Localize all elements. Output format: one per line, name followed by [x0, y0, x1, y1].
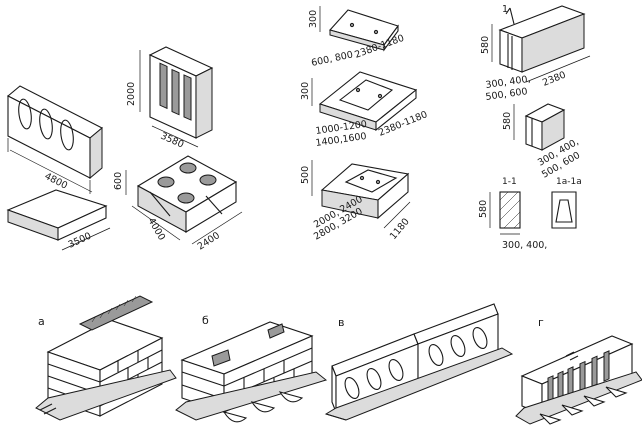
wall-block-short: [513, 103, 566, 151]
ribbed-panel: [139, 46, 214, 148]
wall-a-block-wall: [35, 295, 177, 421]
dim-block-short-height: 580: [502, 112, 513, 130]
section-1a-1a: [551, 191, 577, 229]
section-1-1: [489, 191, 521, 235]
wall-b-block-wall: [175, 321, 328, 423]
dim-ribbed-panel-length: 3580: [159, 131, 186, 151]
dim-foundation-height: 600: [113, 172, 124, 190]
wall-label-v: в: [338, 316, 344, 329]
wall-label-b: б: [202, 314, 209, 327]
dim-cushion-small-height: 300: [308, 10, 319, 28]
marker-one: 1: [502, 4, 508, 15]
dim-section-height: 580: [478, 200, 489, 218]
wall-panel-oval-openings: [7, 85, 103, 194]
section-label-1-1: 1-1: [502, 177, 517, 187]
dim-cushion-small-width: 600, 800: [310, 49, 354, 69]
strip-block: [6, 189, 111, 251]
wall-block-long: [491, 5, 591, 83]
section-label-1a-1a: 1а-1а: [556, 177, 582, 187]
dim-section-width: 300, 400,: [502, 240, 547, 251]
foundation-slab: [125, 155, 243, 245]
dim-cushion-large-height: 500: [300, 166, 311, 184]
wall-v-panel-wall: [324, 303, 514, 421]
dim-cushion-mid-height: 300: [300, 82, 311, 100]
wall-label-a: а: [38, 315, 45, 328]
foundation-cushion-small: [319, 6, 399, 52]
foundation-cushion-large: [311, 160, 411, 229]
wall-g-ribbed-panel-wall: [515, 335, 642, 425]
dim-block-long-height: 580: [480, 36, 491, 54]
wall-label-g: г: [538, 316, 544, 329]
foundation-cushion-mid: [311, 71, 418, 132]
dim-ribbed-panel-height: 2000: [126, 82, 137, 106]
dim-wall-panel-length: 4800: [43, 171, 70, 192]
dim-block-long-length: 2380: [541, 70, 568, 89]
